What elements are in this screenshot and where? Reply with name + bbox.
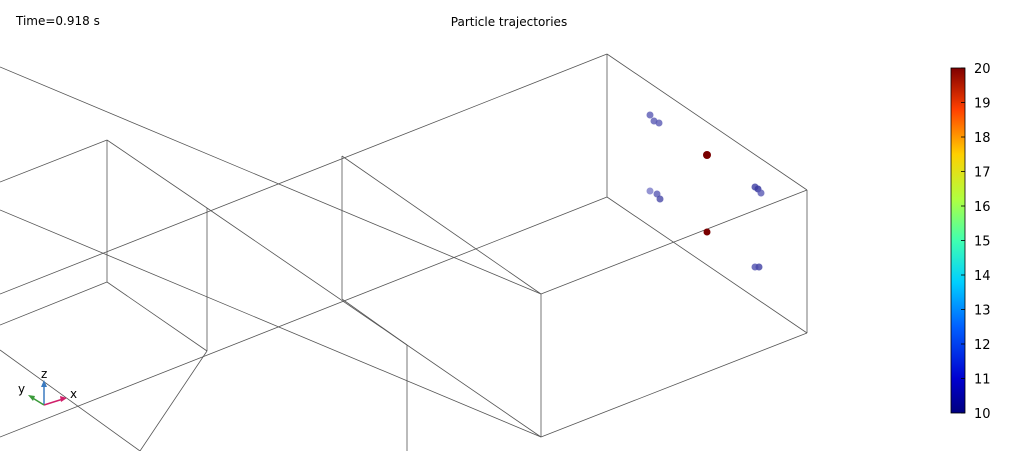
- triad-z-arrow-icon: [41, 380, 47, 387]
- colorbar-tick-label: 16: [974, 200, 991, 215]
- colorbar-tick-label: 11: [974, 373, 991, 388]
- colorbar-tick-label: 17: [974, 166, 991, 181]
- particle: [755, 263, 763, 271]
- axis-triad: z x y: [18, 367, 77, 406]
- colorbar: 10 11 12 13 14 15 16 17 18 19 20: [950, 62, 991, 422]
- particle-cluster-right: [751, 183, 765, 197]
- colorbar-tick-label: 12: [974, 338, 991, 353]
- colorbar-tick-label: 14: [974, 269, 991, 284]
- colorbar-tick-label: 19: [974, 97, 991, 112]
- triad-x-axis: [43, 398, 64, 406]
- particle: [757, 189, 765, 197]
- particle: [646, 187, 654, 195]
- geometry-wireframe: [0, 53, 808, 451]
- particle-cluster-top-left: [646, 111, 663, 127]
- particle-cluster-mid-left: [646, 187, 664, 203]
- triad-y-arrow-icon: [28, 395, 35, 401]
- colorbar-ticks: 10 11 12 13 14 15 16 17 18 19 20: [961, 62, 991, 422]
- particle: [655, 119, 663, 127]
- particle: [646, 111, 654, 119]
- particle: [656, 195, 664, 203]
- triad-x-arrow-icon: [60, 396, 67, 402]
- particle-high-velocity: [703, 228, 711, 236]
- particles: [646, 111, 765, 271]
- time-label: Time=0.918 s: [15, 14, 100, 28]
- colorbar-tick-label: 15: [974, 235, 991, 250]
- triad-y-label: y: [18, 382, 25, 396]
- particle-high-velocity: [703, 151, 711, 159]
- colorbar-tick-label: 18: [974, 131, 991, 146]
- colorbar-tick-label: 13: [974, 304, 991, 319]
- plot-title: Particle trajectories: [451, 15, 567, 29]
- colorbar-tick-label: 20: [974, 62, 991, 77]
- particle-cluster-bottom-right: [751, 263, 763, 271]
- triad-z-label: z: [41, 367, 47, 381]
- triad-x-label: x: [70, 387, 77, 401]
- colorbar-tick-label: 10: [974, 407, 991, 422]
